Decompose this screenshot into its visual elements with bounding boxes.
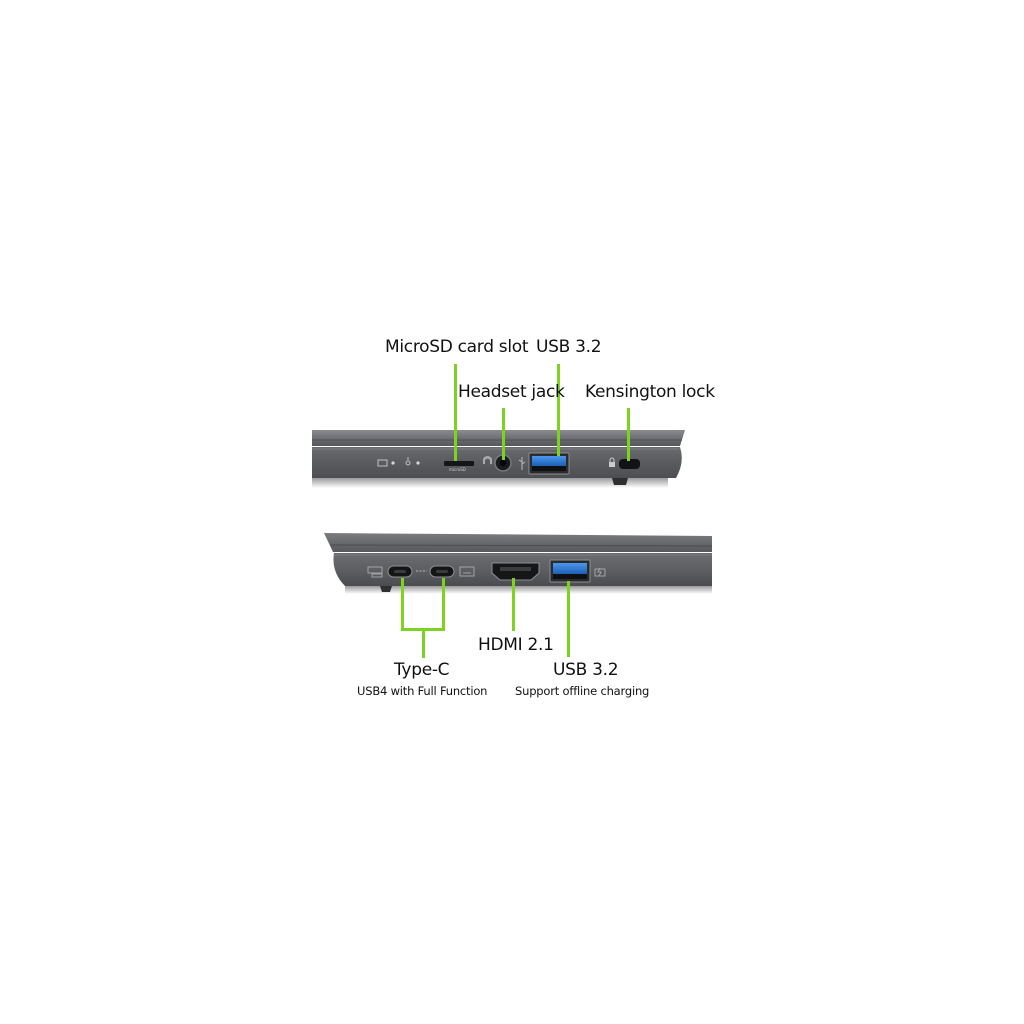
label-microsd-card-slot: MicroSD card slot: [385, 337, 529, 357]
battery-led-icon: [377, 459, 395, 467]
kensington-slot-icon: [619, 459, 640, 469]
microsd-slot-icon: [444, 461, 474, 466]
label-headset-jack: Headset jack: [458, 382, 565, 402]
power-led-icon: [405, 457, 420, 466]
leader-line-microsd: [454, 364, 457, 461]
label-usb32-bottom: USB 3.2: [553, 660, 619, 680]
usb-symbol-icon: [518, 457, 526, 470]
leader-line-typec-stem: [422, 628, 425, 658]
leader-line-headset: [502, 408, 505, 460]
usb4-logo-icon: [367, 566, 383, 578]
label-type-c-sub: USB4 with Full Function: [357, 684, 488, 698]
label-type-c: Type-C: [394, 660, 450, 680]
leader-line-usb32-bottom: [567, 581, 570, 657]
type-c-port-2-icon: [429, 565, 455, 578]
leader-line-typec-2: [442, 578, 445, 630]
offline-charging-icon: [594, 567, 606, 577]
leader-line-hdmi: [512, 578, 515, 631]
label-usb32-top: USB 3.2: [536, 337, 602, 357]
label-usb32-bottom-sub: Support offline charging: [515, 684, 650, 698]
microsd-logo-text: microSD: [449, 467, 466, 472]
usb-a-port-top-icon: [528, 452, 570, 475]
display-power-logo-icon: [459, 566, 475, 577]
label-hdmi: HDMI 2.1: [478, 635, 554, 655]
leader-line-typec-1: [401, 578, 404, 630]
label-kensington-lock: Kensington lock: [585, 382, 715, 402]
leader-line-usb32-top: [557, 364, 560, 456]
usb-a-port-bottom-icon: [549, 559, 591, 583]
lock-icon: [609, 457, 615, 467]
type-c-port-1-icon: [387, 565, 413, 578]
leader-line-kensington: [627, 408, 630, 461]
hdmi-port-icon: [491, 562, 540, 581]
